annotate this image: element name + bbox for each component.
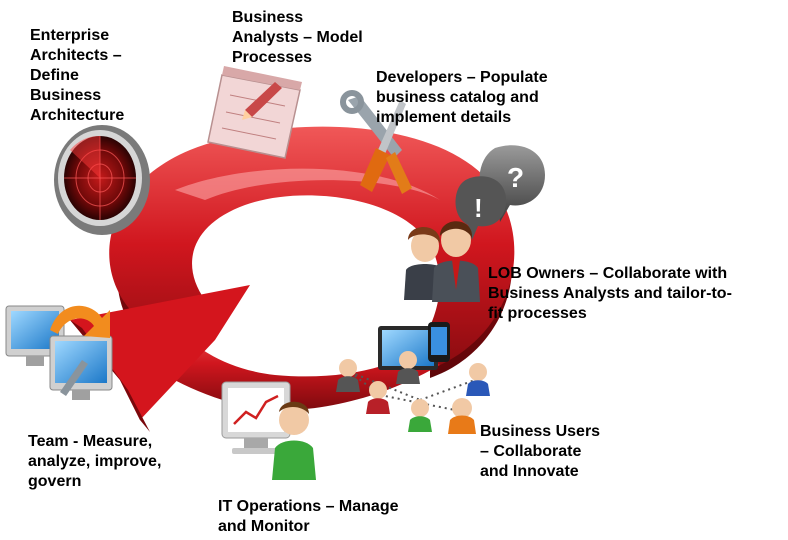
business-analysts-label: Business Analysts – Model Processes [232,9,363,66]
monitor-chart-icon [221,381,316,480]
enterprise-architects-label: Enterprise Architects – Define Business … [30,27,125,124]
radar-icon [54,125,150,235]
it-operations-label: IT Operations – Manage and Monitor [218,498,399,535]
team-label: Team - Measure, analyze, improve, govern [28,433,162,490]
screwdriver-wrench-icon [340,90,412,194]
business-users-label: Business Users – Collaborate and Innovat… [480,423,601,480]
process-document-icon [207,66,302,159]
speech-bubbles-icon: ? ! [455,145,545,240]
cycle-arrow-head [70,285,250,420]
cycle-ring-lower [130,325,440,411]
business-people-icon [404,221,480,302]
svg-text:?: ? [507,162,524,193]
cycle-arrow-head-shade [70,320,150,432]
user-network-icon [336,322,490,434]
svg-text:!: ! [474,193,483,223]
lob-owners-label: LOB Owners – Collaborate with Business A… [488,265,732,322]
developers-label: Developers – Populate business catalog a… [376,69,548,126]
computers-refresh-icon [5,305,113,400]
